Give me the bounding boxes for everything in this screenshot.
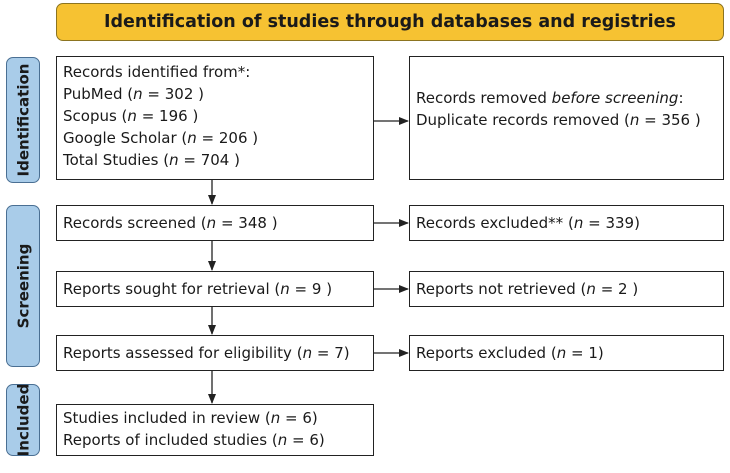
phase-identification: Identification <box>6 57 40 183</box>
diagram-title: Identification of studies through databa… <box>56 3 724 41</box>
studies-included-box: Studies included in review (n = 6) Repor… <box>56 404 374 456</box>
phase-screening: Screening <box>6 205 40 367</box>
records-removed-heading: Records removed before screening: <box>416 89 684 107</box>
reports-assessed-text: Reports assessed for eligibility (n = 7) <box>63 344 350 362</box>
reports-included-line: Reports of included studies (n = 6) <box>63 431 325 449</box>
pubmed-line: PubMed (n = 302 ) <box>63 85 205 103</box>
records-excluded-box: Records excluded** (n = 339) <box>409 205 724 241</box>
scopus-line: Scopus (n = 196 ) <box>63 107 199 125</box>
phase-included: Included <box>6 384 40 456</box>
reports-excluded-box: Reports excluded (n = 1) <box>409 335 724 371</box>
records-removed-box: Records removed before screening: Duplic… <box>409 56 724 180</box>
reports-not-retrieved-box: Reports not retrieved (n = 2 ) <box>409 271 724 307</box>
records-screened-box: Records screened (n = 348 ) <box>56 205 374 241</box>
records-identified-box: Records identified from*: PubMed (n = 30… <box>56 56 374 180</box>
phase-identification-label: Identification <box>14 63 33 177</box>
studies-included-line: Studies included in review (n = 6) <box>63 409 318 427</box>
phase-screening-label: Screening <box>14 243 32 329</box>
reports-sought-text: Reports sought for retrieval (n = 9 ) <box>63 280 333 298</box>
google-scholar-line: Google Scholar (n = 206 ) <box>63 129 259 147</box>
phase-included-label: Included <box>14 383 32 457</box>
records-identified-heading: Records identified from*: <box>63 63 251 81</box>
reports-not-retrieved-text: Reports not retrieved (n = 2 ) <box>416 280 639 298</box>
reports-sought-box: Reports sought for retrieval (n = 9 ) <box>56 271 374 307</box>
total-studies-line: Total Studies (n = 704 ) <box>63 151 240 169</box>
records-screened-text: Records screened (n = 348 ) <box>63 214 278 232</box>
records-excluded-text: Records excluded** (n = 339) <box>416 214 640 232</box>
reports-excluded-text: Reports excluded (n = 1) <box>416 344 604 362</box>
duplicates-removed-line: Duplicate records removed (n = 356 ) <box>416 111 701 129</box>
reports-assessed-box: Reports assessed for eligibility (n = 7) <box>56 335 374 371</box>
